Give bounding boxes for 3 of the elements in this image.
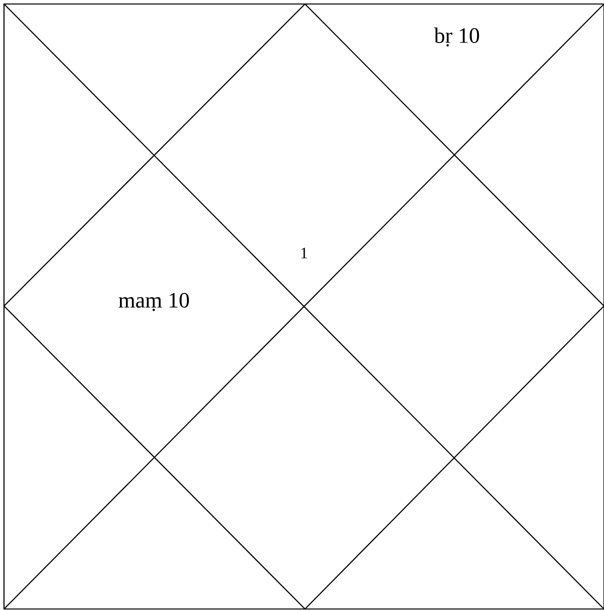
chart-label: 1 xyxy=(301,248,308,258)
chart-label: bṛ 10 xyxy=(434,28,480,46)
chart-label: maṃ 10 xyxy=(118,292,189,312)
